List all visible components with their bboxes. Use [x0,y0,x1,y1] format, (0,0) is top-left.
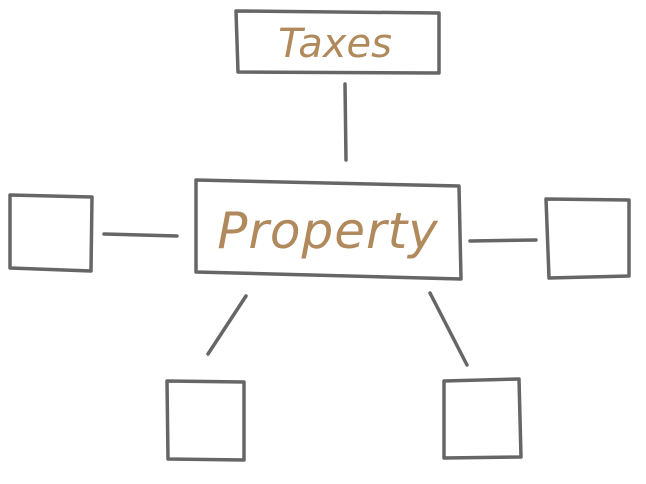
node-empty-right [544,197,631,280]
connector-top [343,82,348,162]
node-empty-bottom-right [442,377,523,460]
connector-left [102,232,179,238]
node-empty-left [8,193,94,273]
node-property-box [194,178,463,281]
node-property-label: Property [217,202,439,260]
node-empty-bottom-left [165,379,246,462]
node-property: Property [194,178,463,281]
node-taxes-label: Taxes [278,21,392,67]
node-taxes: Taxes [234,9,441,75]
connector-bottom-left [206,294,248,356]
connector-bottom-right [428,291,469,367]
node-taxes-box [234,9,441,75]
connector-right [468,238,538,243]
